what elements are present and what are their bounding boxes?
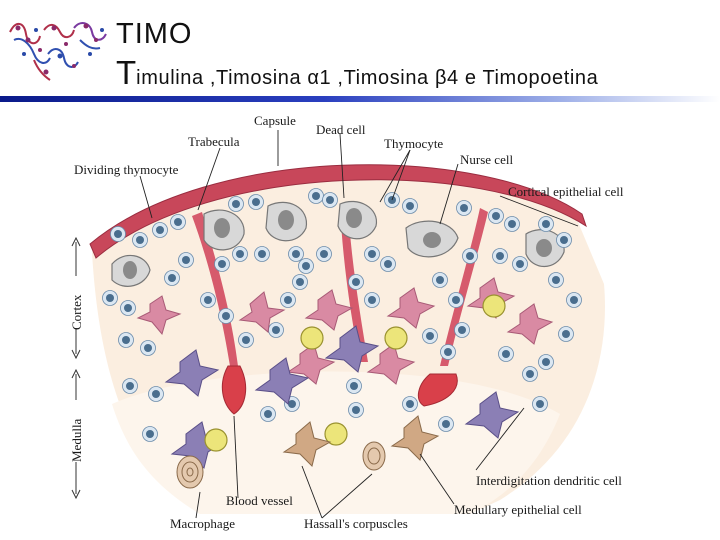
trabecula-left xyxy=(192,212,238,366)
thymocyte-nucleus xyxy=(436,276,444,284)
thymocyte-nucleus xyxy=(552,276,560,284)
thymocyte-nucleus xyxy=(236,250,244,258)
hassalls-epithelial-cells xyxy=(282,415,440,467)
thymocyte-nucleus xyxy=(272,326,280,334)
thymocyte-nucleus xyxy=(560,236,568,244)
thymocyte-nucleus xyxy=(156,226,164,234)
thymocyte-nucleus xyxy=(168,274,176,282)
trabecula-right xyxy=(440,208,488,366)
thymocyte-nucleus xyxy=(264,410,272,418)
thymocyte-nucleus xyxy=(144,344,152,352)
thymocyte-nucleus xyxy=(302,262,310,270)
thymocyte-nucleus xyxy=(222,312,230,320)
thymocyte-nucleus xyxy=(426,332,434,340)
thymocyte-nucleus xyxy=(502,350,510,358)
thymocyte-nucleus xyxy=(458,326,466,334)
thymocyte-nucleus xyxy=(174,218,182,226)
thymocyte-nucleus xyxy=(326,196,334,204)
label-cortical-epithelial-cell: Cortical epithelial cell xyxy=(508,184,624,199)
thymocyte-nucleus xyxy=(146,430,154,438)
dendritic-cells xyxy=(164,325,520,469)
thymocyte-nucleus xyxy=(122,336,130,344)
nurse-cell-nuclei xyxy=(123,208,552,279)
thymocyte-nucleus xyxy=(292,250,300,258)
label-interdigitation-dendritic-cell: Interdigitation dendritic cell xyxy=(476,473,622,488)
thymocyte-nucleus xyxy=(136,236,144,244)
label-thymocyte: Thymocyte xyxy=(384,136,443,151)
capsule xyxy=(89,164,587,259)
label-blood-vessel: Blood vessel xyxy=(226,493,293,508)
thymocyte-nucleus xyxy=(406,202,414,210)
thymocyte-nucleus xyxy=(182,256,190,264)
label-macrophage: Macrophage xyxy=(170,516,235,531)
thymocyte-nucleus xyxy=(242,336,250,344)
thymocyte-nucleus xyxy=(496,252,504,260)
thymus-diagram: Cortex Medulla Capsule Dead cell Trabecu… xyxy=(66,113,624,531)
thymocyte-nucleus xyxy=(492,212,500,220)
label-medulla: Medulla xyxy=(69,418,84,462)
thymocyte-nucleus xyxy=(258,250,266,258)
hassalls-corpuscles xyxy=(176,441,386,489)
thymocyte-nucleus xyxy=(542,220,550,228)
thymocyte-nucleus xyxy=(368,250,376,258)
label-hassalls-corpuscles: Hassall's corpuscles xyxy=(304,516,408,531)
macrophages xyxy=(204,294,506,452)
thymocyte-nucleus xyxy=(252,198,260,206)
thymocyte-nucleus xyxy=(320,250,328,258)
thymocyte-nucleus xyxy=(288,400,296,408)
thymocyte-nucleus xyxy=(570,296,578,304)
thymocyte-nucleus xyxy=(452,296,460,304)
thymocyte-nucleus xyxy=(526,370,534,378)
thymocyte-nucleus xyxy=(508,220,516,228)
thymocyte-nucleus xyxy=(444,348,452,356)
thymocyte-nucleus xyxy=(152,390,160,398)
label-medullary-epithelial-cell: Medullary epithelial cell xyxy=(454,502,582,517)
thymocyte-nucleus xyxy=(466,252,474,260)
subtitle-text: imulina ,Timosina α1 ,Timosina β4 e Timo… xyxy=(136,67,599,89)
label-trabecula: Trabecula xyxy=(188,134,240,149)
label-dead-cell: Dead cell xyxy=(316,122,366,137)
thymocyte-nucleus xyxy=(384,260,392,268)
thymocyte-nucleus xyxy=(232,200,240,208)
thymocyte-nucleus xyxy=(442,420,450,428)
label-nurse-cell: Nurse cell xyxy=(460,152,513,167)
label-cortex: Cortex xyxy=(69,294,84,330)
thymocyte-nucleus xyxy=(368,296,376,304)
thymocyte-nucleus xyxy=(460,204,468,212)
page-subtitle: Timulina ,Timosina α1 ,Timosina β4 e Tim… xyxy=(116,54,598,92)
thymocyte-nucleus xyxy=(204,296,212,304)
thymocyte-nucleus xyxy=(350,382,358,390)
label-dividing-thymocyte: Dividing thymocyte xyxy=(74,162,179,177)
thymocyte-nucleus xyxy=(106,294,114,302)
thymocyte-nucleus xyxy=(124,304,132,312)
thymocyte-nucleus xyxy=(352,406,360,414)
thymocyte-nucleus xyxy=(218,260,226,268)
thymocyte-nucleus xyxy=(406,400,414,408)
subtitle-initial: T xyxy=(116,54,137,91)
header-accent-line xyxy=(0,96,720,102)
thymocyte-nucleus xyxy=(126,382,134,390)
thymocyte-nucleus xyxy=(352,278,360,286)
thymocyte-nucleus xyxy=(536,400,544,408)
thymocyte-nucleus xyxy=(562,330,570,338)
blood-vessel-right xyxy=(417,373,458,407)
thymocyte-nucleus xyxy=(516,260,524,268)
leader-lines xyxy=(139,130,579,519)
thymocyte-nucleus xyxy=(284,296,292,304)
page-title: TIMO xyxy=(116,18,193,50)
thymocyte-nucleus xyxy=(312,192,320,200)
label-capsule: Capsule xyxy=(254,113,296,128)
thymocyte-nucleus xyxy=(296,278,304,286)
blood-vessel-left xyxy=(221,365,247,415)
thymocyte-nucleus xyxy=(542,358,550,366)
molecule-logo-icon xyxy=(4,10,110,86)
thymocyte-nucleus xyxy=(114,230,122,238)
thymocytes xyxy=(102,188,582,442)
